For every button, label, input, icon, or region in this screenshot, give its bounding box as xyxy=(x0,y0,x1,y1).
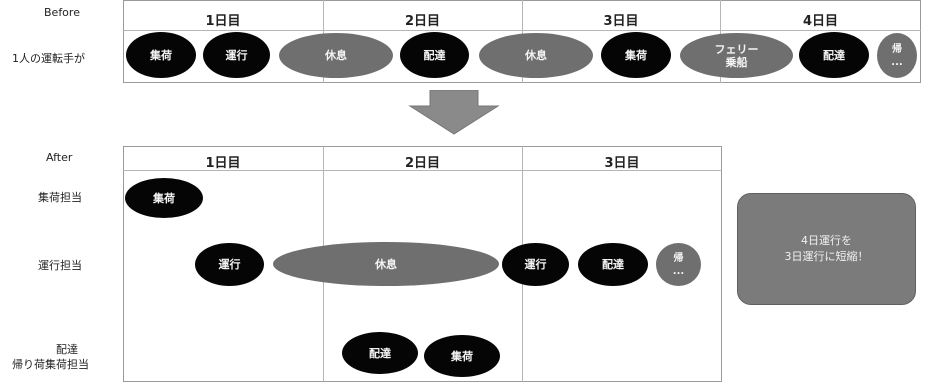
driving-staff-label: 運行担当 xyxy=(38,259,82,272)
after-task-deliver: 配達 xyxy=(342,332,418,374)
after-day-2: 2日目 xyxy=(404,156,441,171)
before-task-rest: 休息 xyxy=(479,33,593,78)
before-task-pickup: 集荷 xyxy=(601,32,671,78)
after-day-1: 1日目 xyxy=(205,156,241,171)
before-label: Before xyxy=(44,6,80,19)
down-arrow-icon xyxy=(408,90,500,135)
before-header-line xyxy=(123,30,921,31)
before-task-deliver: 配達 xyxy=(799,32,869,78)
delivery-staff-label-2: 帰り荷集荷担当 xyxy=(12,358,89,371)
after-label: After xyxy=(46,151,73,164)
before-task-return: 帰 ... xyxy=(877,33,917,78)
after-task-rest: 休息 xyxy=(273,242,499,286)
before-day-4: 4日目 xyxy=(802,14,839,29)
after-task-drive: 運行 xyxy=(502,243,569,286)
before-task-drive: 運行 xyxy=(203,32,270,78)
after-task-deliver: 配達 xyxy=(578,243,648,286)
before-task-return-text: 帰 ... xyxy=(891,43,903,68)
before-day-3: 3日目 xyxy=(603,14,639,29)
summary-note: 4日運行を 3日運行に短縮！ xyxy=(737,193,916,305)
after-task-return: 帰 ... xyxy=(656,243,701,286)
summary-note-text: 4日運行を 3日運行に短縮！ xyxy=(784,234,869,263)
before-task-ferry: フェリー 乗船 xyxy=(680,33,793,78)
after-task-return-text: 帰 ... xyxy=(672,252,685,277)
after-task-drive: 運行 xyxy=(195,243,264,286)
after-task-pickup: 集荷 xyxy=(424,335,500,377)
before-driver-label: 1人の運転手が xyxy=(12,52,85,65)
after-task-pickup: 集荷 xyxy=(125,178,203,218)
before-task-deliver: 配達 xyxy=(400,32,469,78)
before-task-rest: 休息 xyxy=(279,33,393,78)
before-task-pickup: 集荷 xyxy=(126,32,196,78)
after-header-line xyxy=(123,170,722,171)
before-day-1: 1日目 xyxy=(205,14,241,29)
after-day-3: 3日目 xyxy=(604,156,640,171)
before-day-2: 2日目 xyxy=(404,14,441,29)
delivery-staff-label-1: 配達 xyxy=(56,343,78,356)
before-task-ferry-text: フェリー 乗船 xyxy=(714,42,759,69)
pickup-staff-label: 集荷担当 xyxy=(38,191,82,204)
